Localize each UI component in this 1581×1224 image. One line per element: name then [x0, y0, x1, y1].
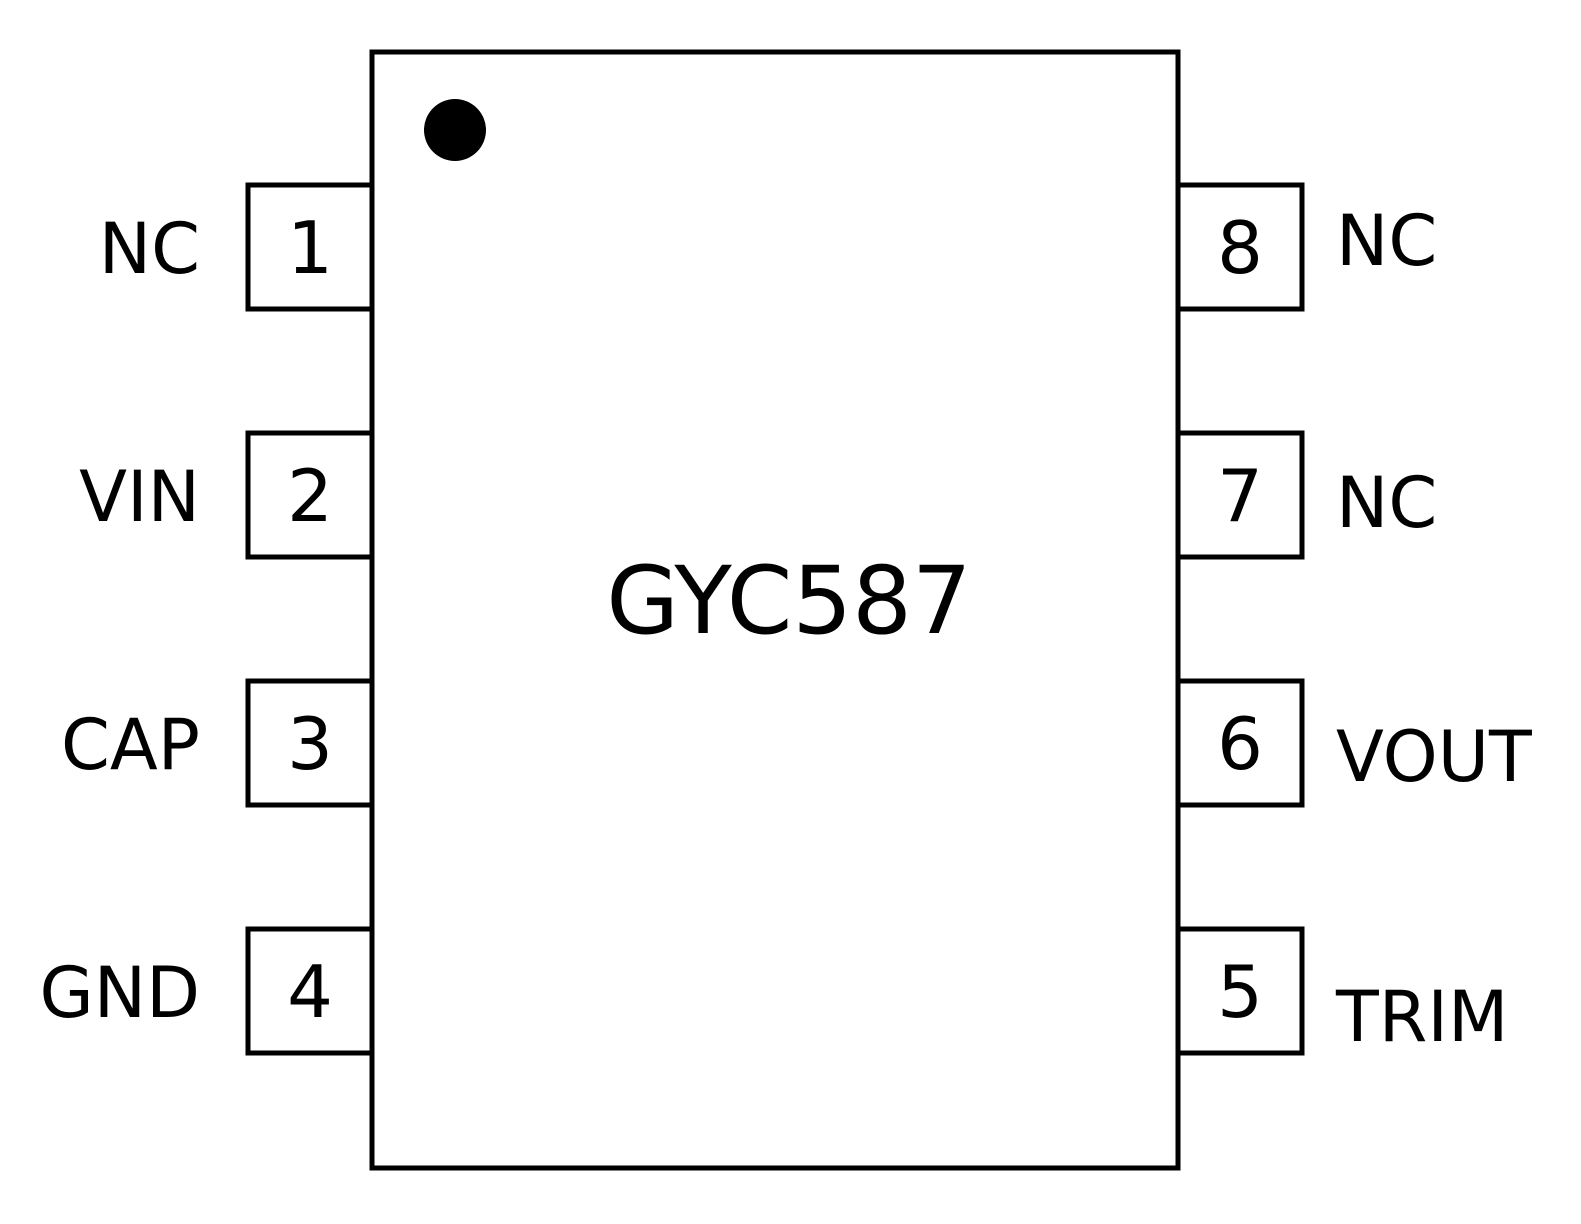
pin-label: CAP — [61, 704, 200, 786]
pin-8: 8 NC — [1175, 182, 1437, 312]
pin-number: 2 — [287, 454, 333, 538]
pin-2: 2 VIN — [79, 430, 375, 560]
pin-label: NC — [1336, 462, 1437, 544]
pin1-indicator-dot — [424, 99, 486, 161]
ic-body — [369, 49, 1181, 1171]
pin-number: 8 — [1217, 206, 1263, 290]
pin-number: 3 — [287, 702, 333, 786]
pin-number: 4 — [287, 950, 333, 1034]
pin-label: VIN — [79, 456, 200, 538]
pin-number: 1 — [287, 206, 333, 290]
pin-5: 5 TRIM — [1175, 926, 1508, 1058]
pin-label: TRIM — [1335, 976, 1508, 1058]
pin-7: 7 NC — [1175, 430, 1437, 560]
pin-box — [1175, 926, 1305, 1056]
pin-label: NC — [1336, 200, 1437, 282]
pin-4: 4 GND — [39, 926, 375, 1056]
pin-box — [245, 678, 375, 808]
pin-3: 3 CAP — [61, 678, 375, 808]
pin-box — [1175, 678, 1305, 808]
pin-box — [1175, 182, 1305, 312]
pin-6: 6 VOUT — [1175, 678, 1532, 808]
pin-number: 7 — [1217, 454, 1263, 538]
part-name: GYC587 — [606, 547, 972, 656]
pin-1: 1 NC — [99, 182, 375, 312]
pin-box — [1175, 430, 1305, 560]
pin-number: 5 — [1217, 950, 1263, 1034]
pin-box — [245, 926, 375, 1056]
pin-label: GND — [39, 952, 200, 1034]
pin-box — [245, 430, 375, 560]
pin-label: VOUT — [1336, 716, 1532, 798]
pin-number: 6 — [1217, 702, 1263, 786]
pin-label: NC — [99, 208, 200, 290]
pin-box — [245, 182, 375, 312]
